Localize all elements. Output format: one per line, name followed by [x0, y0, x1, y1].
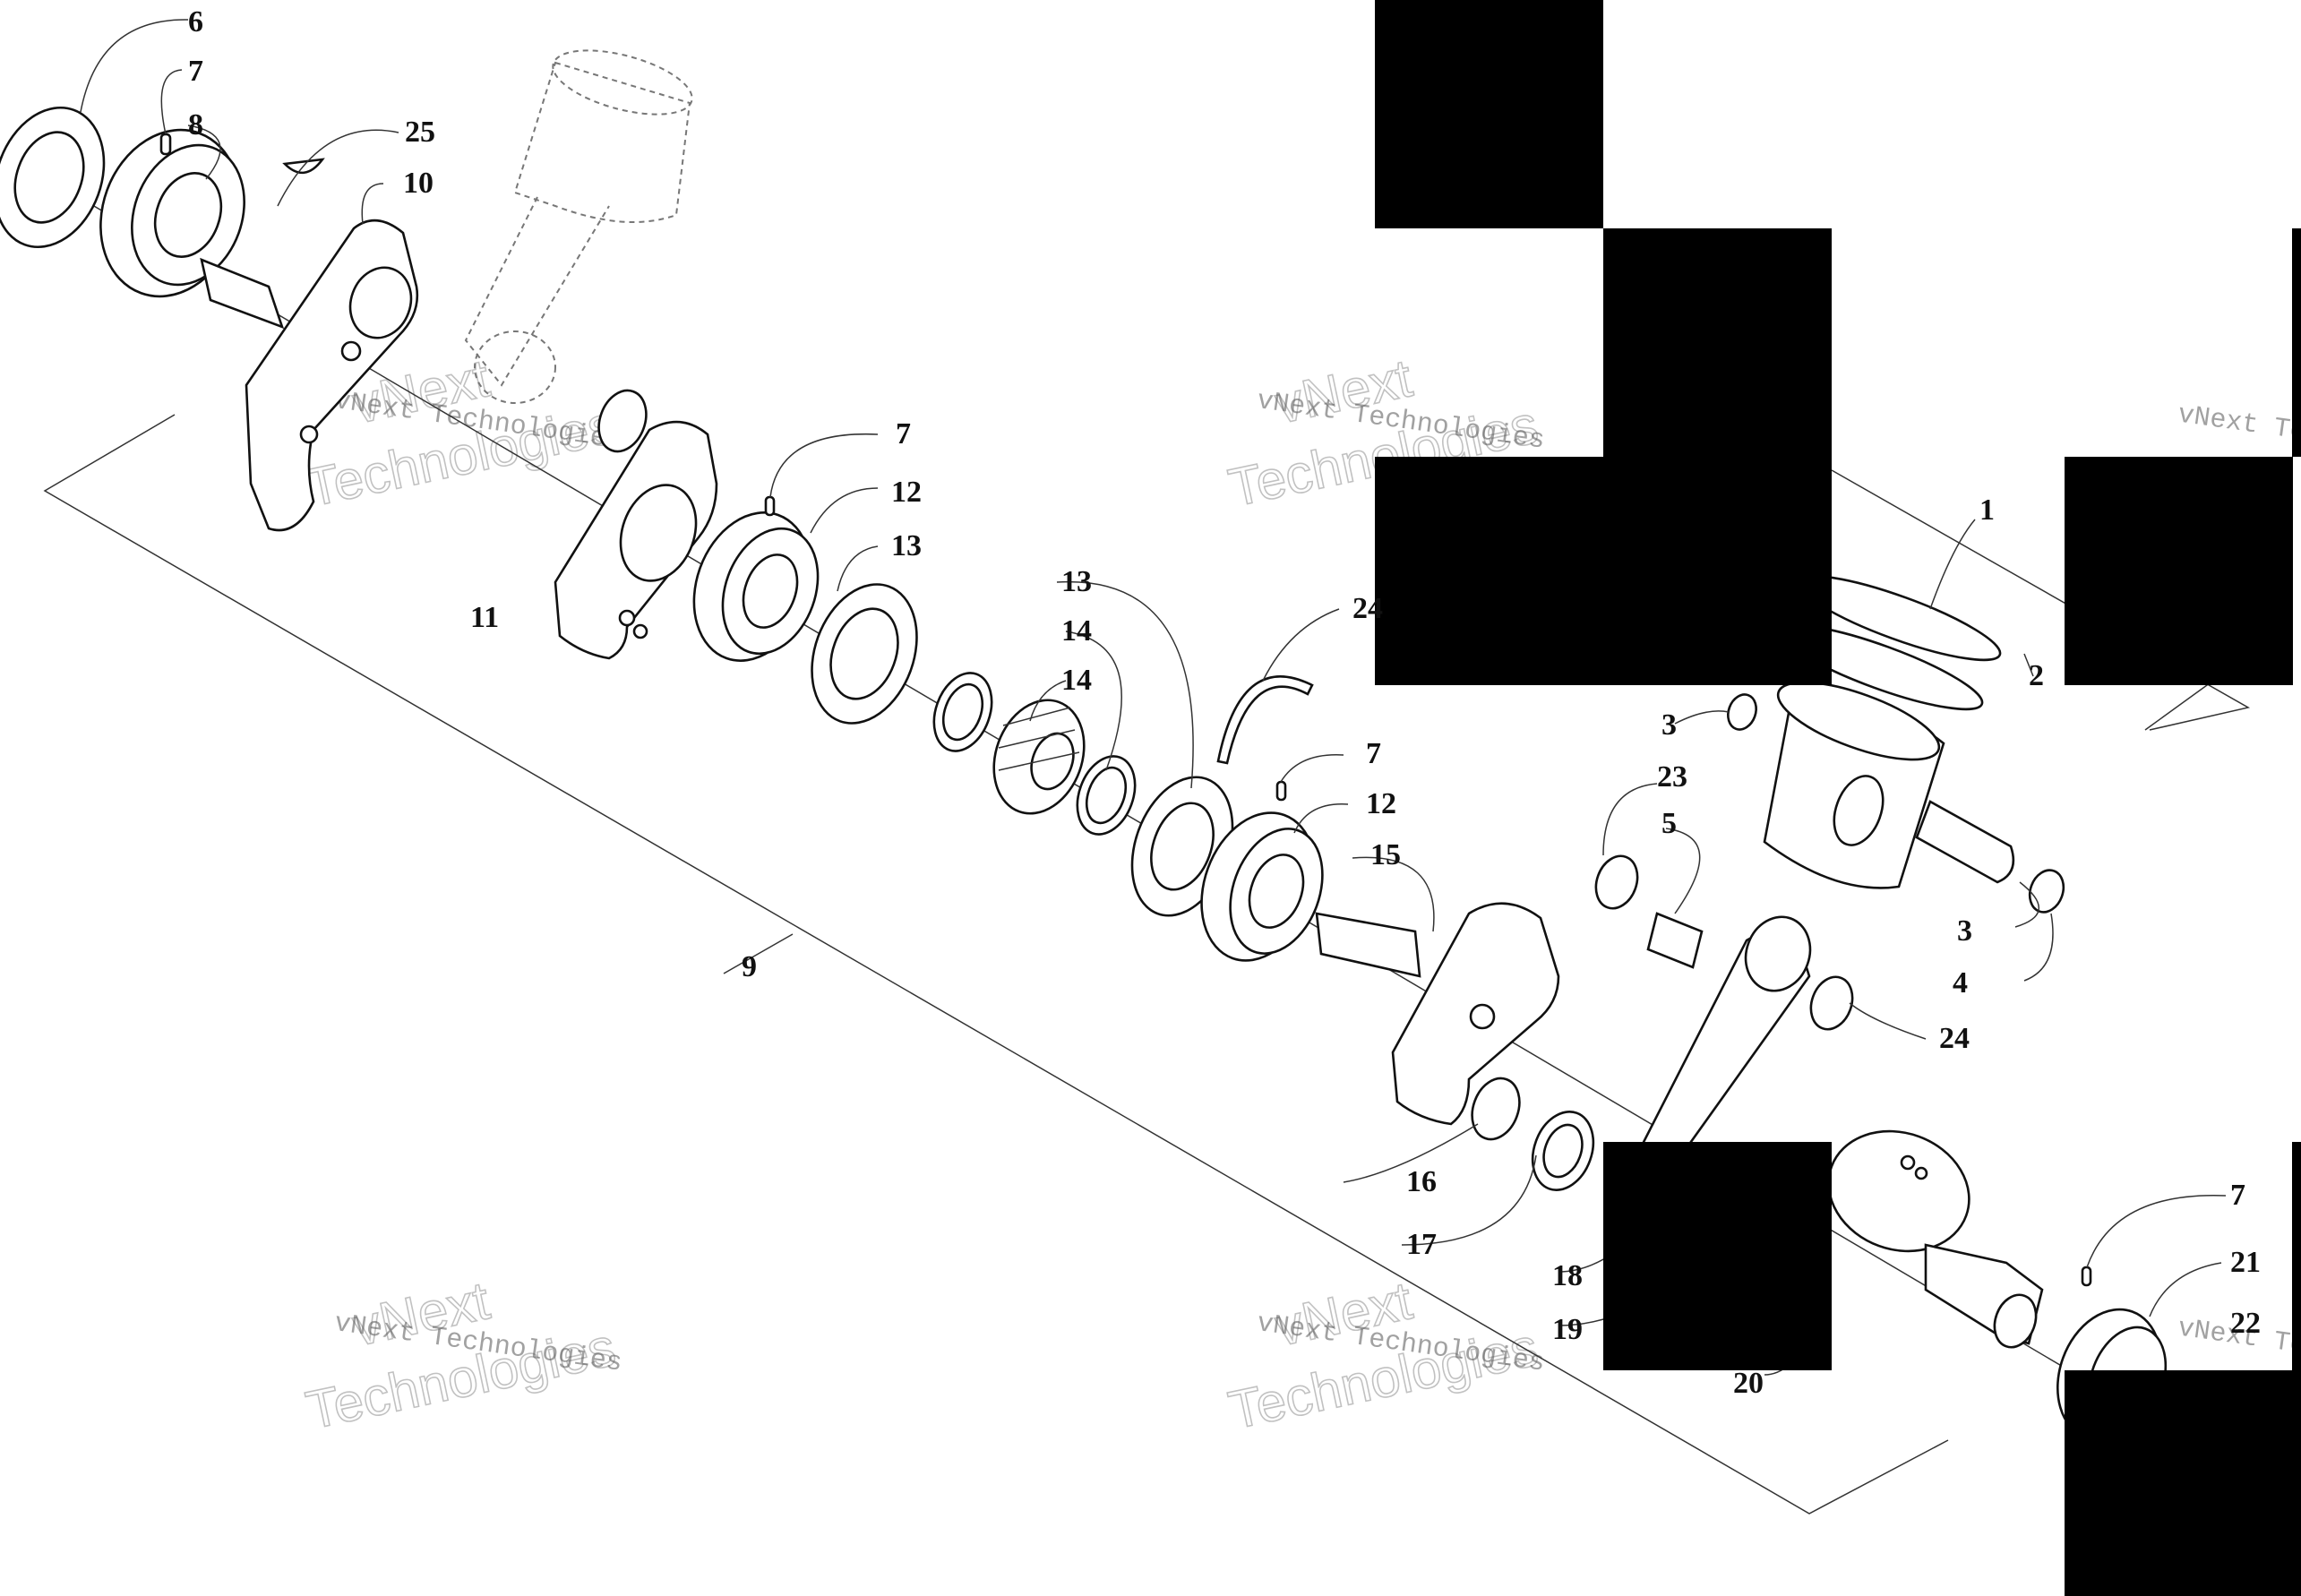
part-ring-14-left	[932, 672, 993, 752]
part-connecting-rod	[1637, 915, 1812, 1166]
part-crank-half-16	[1315, 902, 1560, 1126]
callout-2: 2	[2029, 659, 2044, 692]
callout-23: 22	[2230, 1307, 2261, 1340]
callout-3: 3	[1661, 708, 1677, 742]
redaction-masks	[1375, 0, 2301, 1596]
part-gear-15	[992, 699, 1086, 815]
callout-21: 20	[1733, 1367, 1764, 1400]
part-oil-seal-left	[0, 106, 106, 249]
part-bearing-12-right	[1200, 780, 1324, 962]
callout-4: 4	[1953, 966, 1968, 1000]
callout-24: 24	[1939, 1022, 1970, 1055]
part-crank-pin	[597, 389, 648, 453]
callout-12: 12	[891, 476, 922, 509]
callout-19: 18	[1552, 1259, 1583, 1292]
callout-17: 16	[1406, 1165, 1437, 1198]
part-ring-17	[1471, 1077, 1521, 1141]
callout-16: 15	[1370, 838, 1401, 871]
callout-7: 7	[1366, 737, 1381, 770]
callout-7: 7	[896, 417, 911, 450]
part-piston-rod-phantom	[464, 49, 693, 404]
part-crank-half-10	[200, 219, 419, 532]
part-piston-pin-4	[1915, 800, 2065, 914]
part-needle-bearing-18	[1531, 1111, 1595, 1191]
part-bearing-left	[99, 128, 245, 298]
part-circlip-3-left	[1727, 693, 1757, 731]
callout-20: 19	[1552, 1313, 1583, 1346]
callout-22: 21	[2230, 1246, 2261, 1279]
callout-6: 6	[188, 5, 203, 39]
callout-25: 24	[1352, 592, 1383, 625]
part-ring-14-right	[1076, 755, 1137, 836]
callout-7: 7	[188, 55, 203, 88]
callout-7: 7	[2230, 1179, 2245, 1212]
callout-8: 8	[188, 108, 203, 142]
callout-labels: 1 2 3 3 4 5 6 7 7 7 7 8 9 10 11 12 12 13…	[188, 5, 2261, 1400]
part-seal-13-left	[811, 583, 918, 725]
callout-12: 12	[1366, 787, 1396, 820]
callout-11: 11	[470, 601, 499, 634]
part-piston	[1763, 681, 1945, 889]
callout-5: 5	[1661, 807, 1677, 840]
part-crank-half-11	[554, 420, 718, 660]
callout-15: 14	[1061, 664, 1092, 697]
callout-13: 13	[891, 529, 922, 562]
part-bearing-12-left	[692, 495, 820, 662]
part-output-shaft	[1924, 1243, 2044, 1349]
callout-3: 3	[1957, 914, 1972, 948]
leader-lines	[80, 19, 2227, 1376]
callout-13: 13	[1061, 565, 1092, 598]
callout-1: 1	[1979, 493, 1995, 527]
callout-10: 10	[403, 167, 434, 200]
callout-24: 23	[1657, 760, 1687, 794]
part-crank-half-21	[1827, 1129, 1970, 1253]
part-thrust-washer-24	[1594, 854, 1854, 1031]
callout-14: 14	[1061, 614, 1092, 648]
callout-9: 9	[742, 950, 757, 983]
part-needle-bearing-5	[1646, 912, 1704, 969]
callout-18: 17	[1406, 1228, 1437, 1261]
callout-26: 25	[405, 116, 435, 149]
part-snap-ring-25	[1216, 675, 1314, 765]
